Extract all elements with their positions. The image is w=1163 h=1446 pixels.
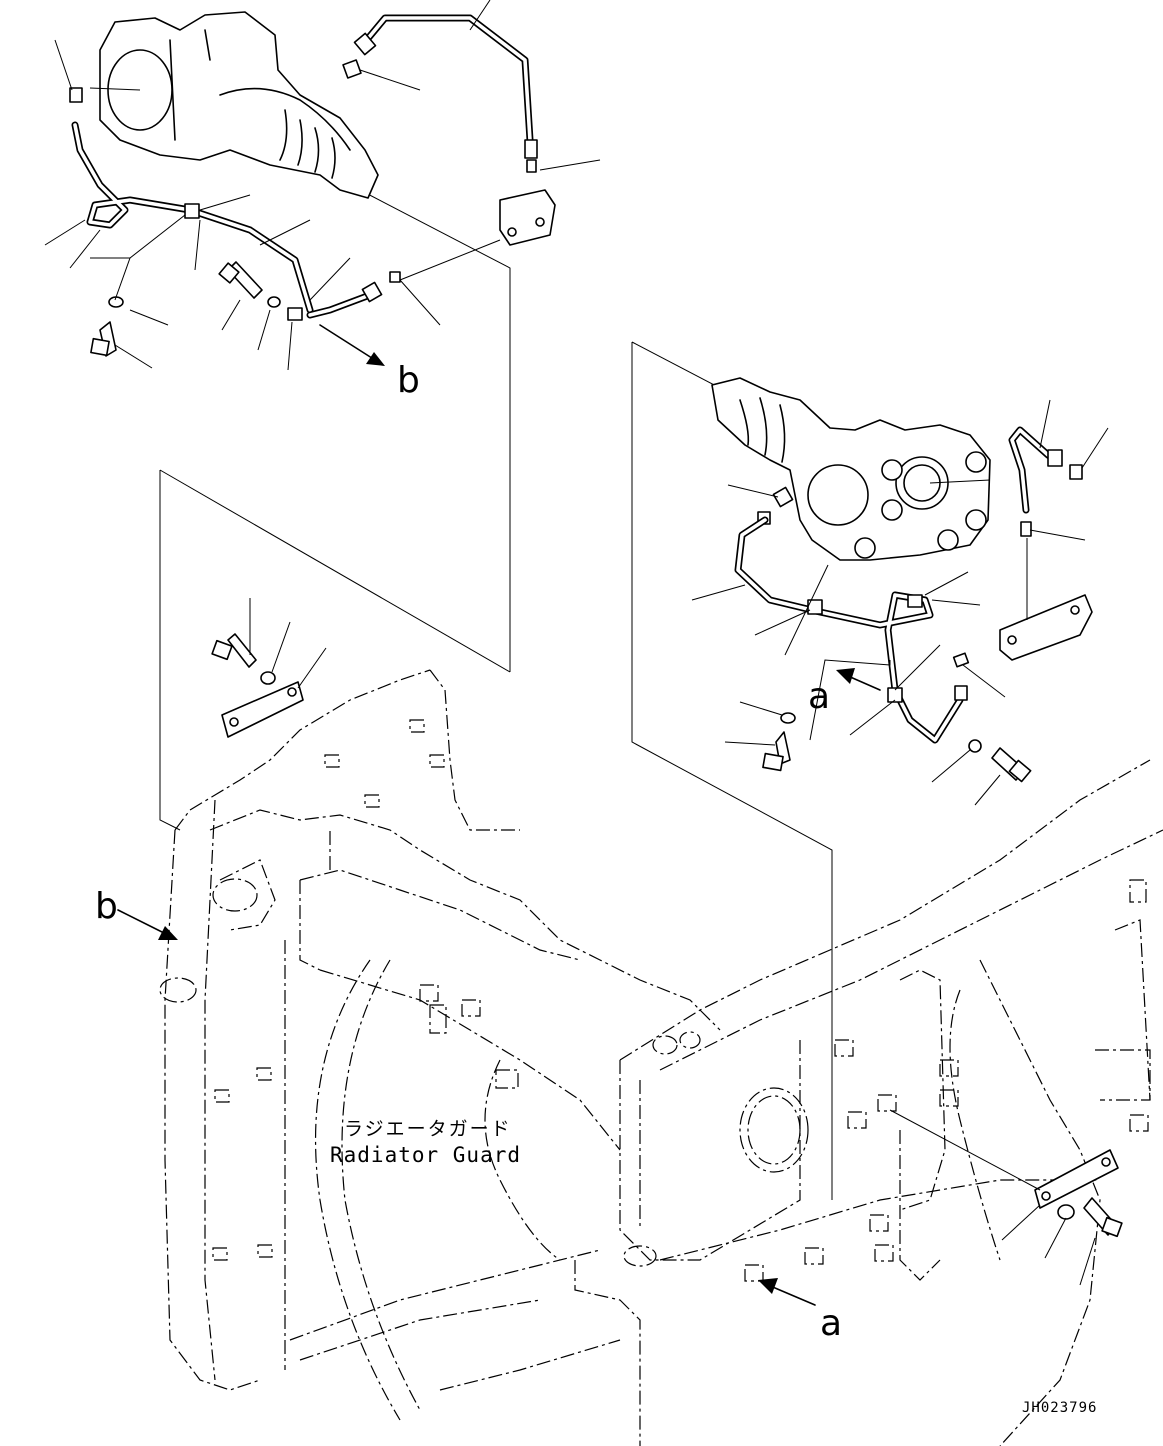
mount-bosses [212, 719, 1149, 1282]
drawing-code: JH023796 [1022, 1400, 1097, 1416]
detail-view-b [44, 0, 601, 831]
radiator-guard-label-jp: ラジエータガード [344, 1118, 512, 1140]
brace-plate-left [211, 598, 327, 738]
detail-a-link-line [159, 470, 181, 831]
radiator-guard-frame [159, 669, 1163, 1446]
view-arrow-b [117, 909, 169, 936]
view-label-b-top: b [397, 360, 420, 401]
radiator-guard-label-en: Radiator Guard [330, 1143, 521, 1167]
brace-plate-right [889, 1109, 1123, 1286]
view-arrow-a [767, 1284, 816, 1306]
detail-view-a [631, 341, 1109, 1200]
view-label-b-left: b [95, 886, 118, 927]
view-label-a-bottom: a [820, 1303, 842, 1344]
cylinder-port-cover-a [807, 464, 869, 526]
cylinder-body [99, 11, 379, 199]
view-label-a-top: a [808, 676, 830, 717]
detail-b-outline [359, 189, 511, 672]
hose-bracket [499, 189, 556, 246]
